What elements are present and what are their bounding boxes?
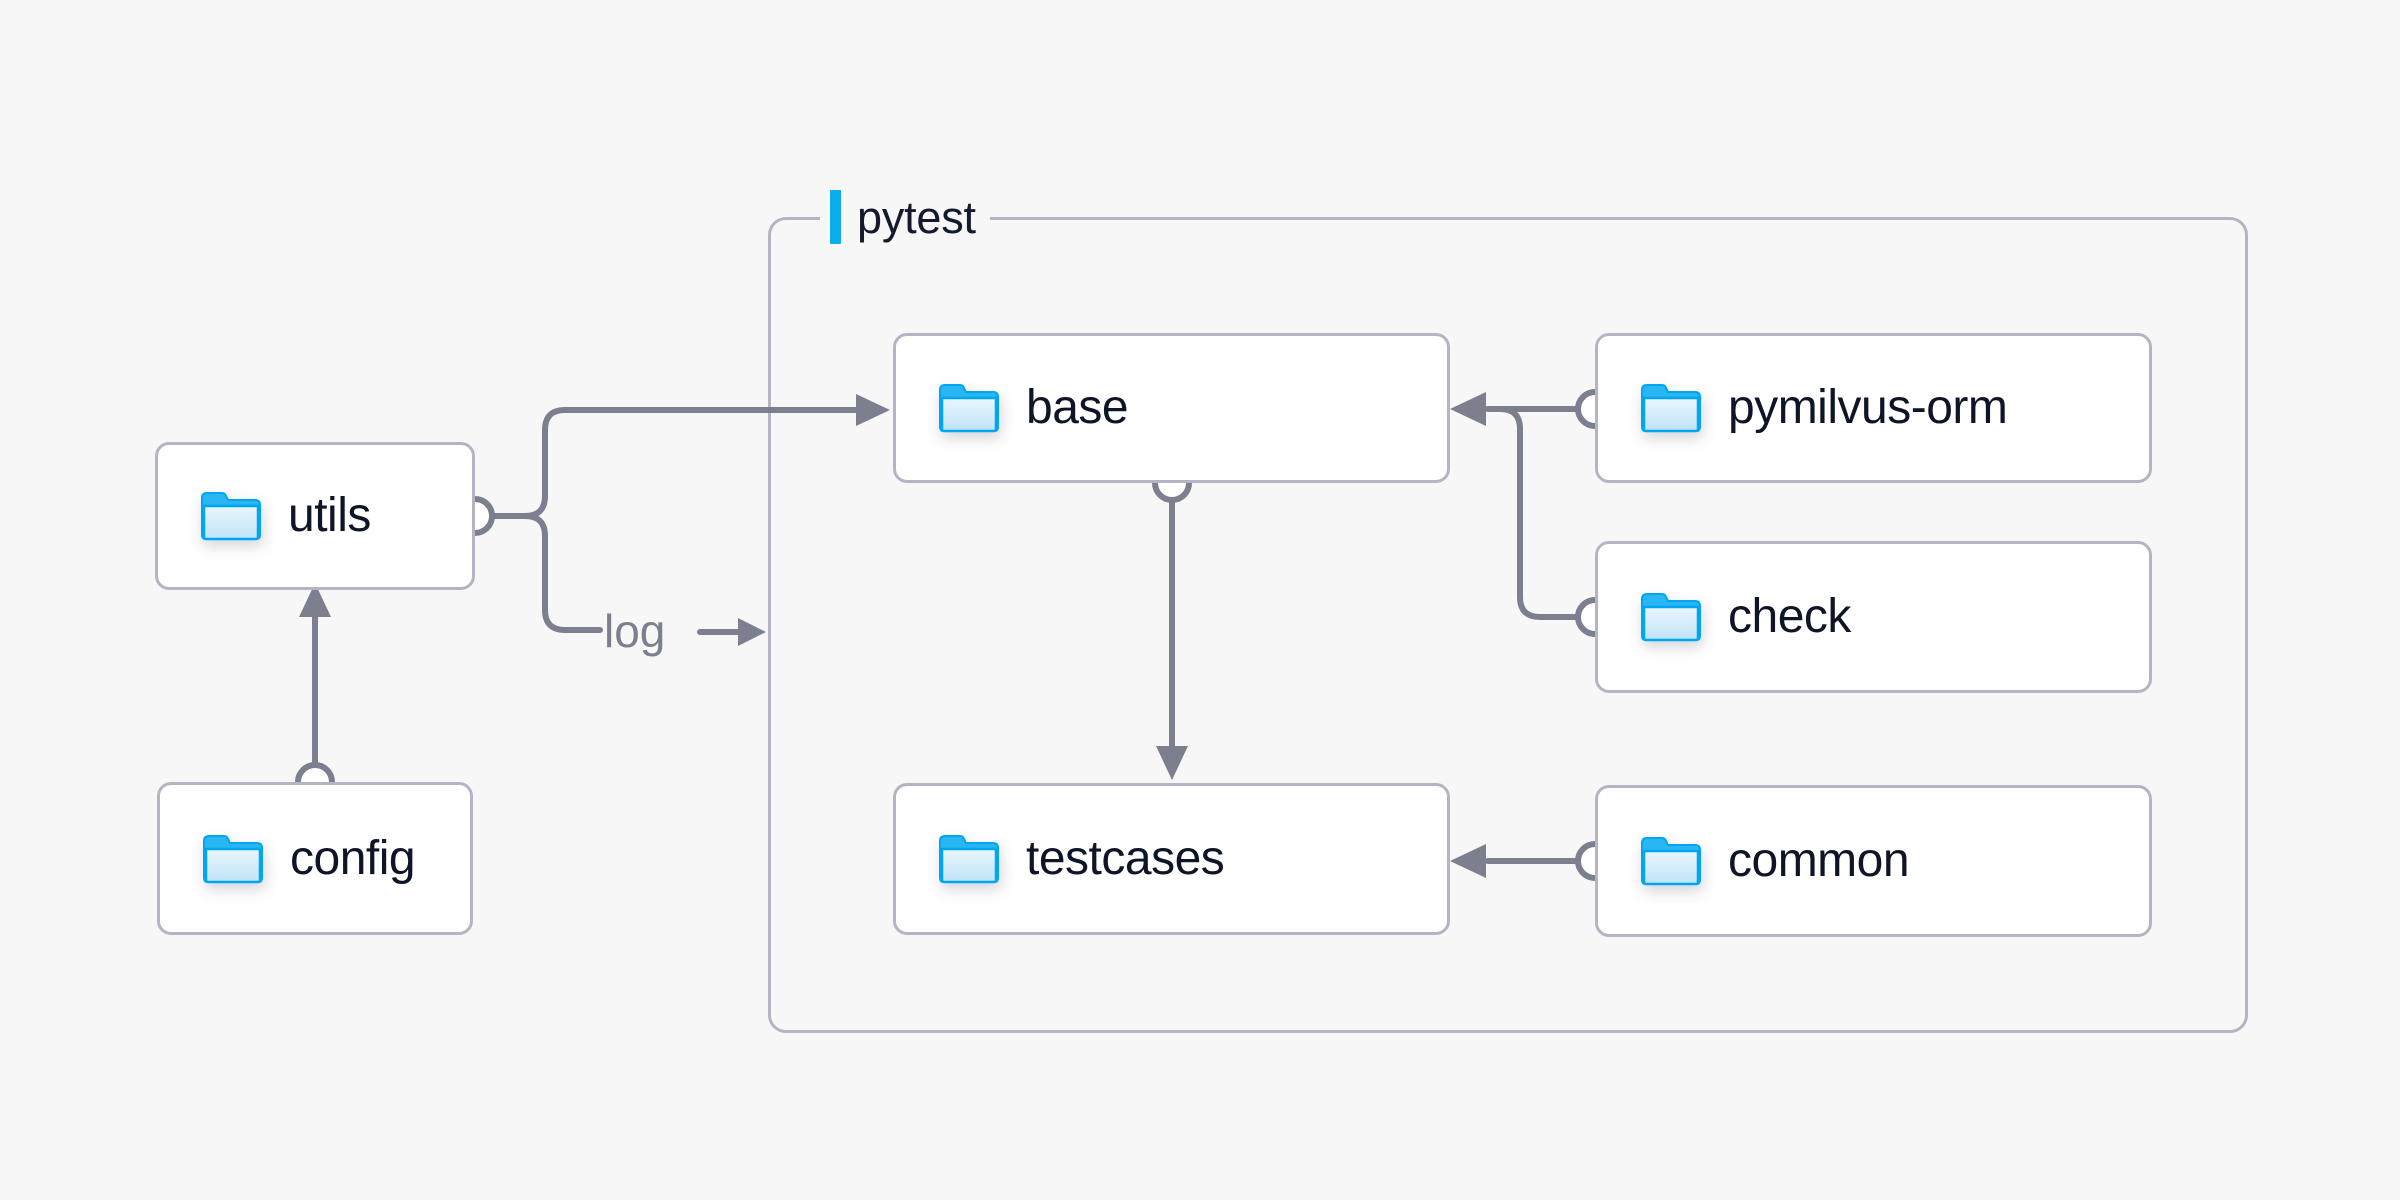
node-base[interactable]: base — [893, 333, 1450, 483]
node-label: common — [1728, 834, 1910, 887]
folder-icon — [1640, 835, 1702, 887]
folder-icon — [202, 833, 264, 885]
group-label-pytest: pytest — [820, 188, 990, 246]
node-common[interactable]: common — [1595, 785, 2152, 937]
group-label-text: pytest — [857, 191, 976, 243]
folder-icon — [1640, 591, 1702, 643]
node-label: check — [1728, 590, 1851, 643]
node-label: testcases — [1026, 832, 1225, 885]
node-config[interactable]: config — [157, 782, 473, 935]
node-check[interactable]: check — [1595, 541, 2152, 693]
folder-icon — [200, 490, 262, 542]
node-label: pymilvus-orm — [1728, 381, 2008, 434]
edge-label-log: log — [604, 605, 666, 657]
edge-config-to-utils — [295, 583, 335, 802]
folder-icon — [1640, 382, 1702, 434]
node-label: config — [290, 831, 416, 885]
group-container-pytest[interactable] — [768, 217, 2248, 1033]
group-accent-bar-icon — [830, 190, 841, 244]
node-utils[interactable]: utils — [155, 442, 475, 590]
node-label: utils — [288, 489, 371, 542]
folder-icon — [938, 833, 1000, 885]
node-testcases[interactable]: testcases — [893, 783, 1450, 935]
folder-icon — [938, 382, 1000, 434]
node-pymilvus-orm[interactable]: pymilvus-orm — [1595, 333, 2152, 483]
node-label: base — [1026, 381, 1129, 434]
